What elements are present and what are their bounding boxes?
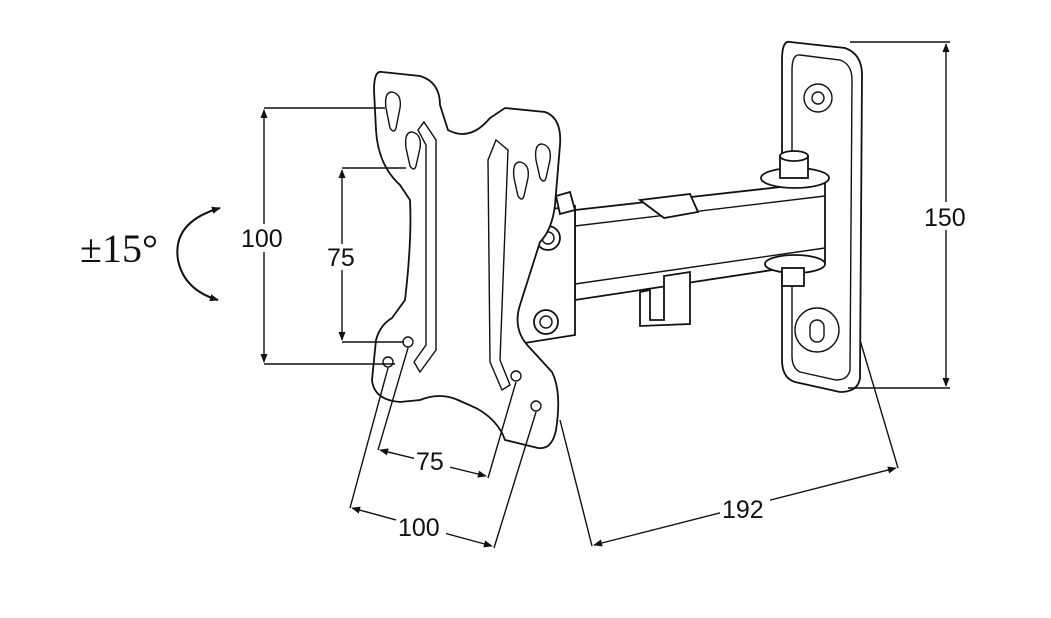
wall-plate-height-label: 150	[924, 204, 966, 232]
dim-vesa-inner-width: 75	[377, 347, 517, 479]
vesa-plate	[371, 70, 562, 450]
vesa-outer-height-label: 100	[241, 225, 283, 253]
dim-extension-length: 192	[559, 339, 899, 547]
extension-length-label: 192	[722, 496, 764, 524]
dim-vesa-outer-height: 100	[240, 107, 395, 365]
rotation-indicator: ±15°	[80, 206, 221, 302]
vesa-inner-height-label: 75	[327, 244, 355, 272]
dim-vesa-inner-height: 75	[326, 167, 406, 343]
rotation-label: ±15°	[80, 226, 158, 271]
vesa-outer-width-label: 100	[398, 514, 440, 542]
vesa-inner-width-label: 75	[416, 448, 444, 476]
dim-vesa-outer-width: 100	[349, 367, 537, 549]
dim-wall-plate-height: 150	[848, 41, 972, 389]
swing-arm	[574, 150, 830, 327]
